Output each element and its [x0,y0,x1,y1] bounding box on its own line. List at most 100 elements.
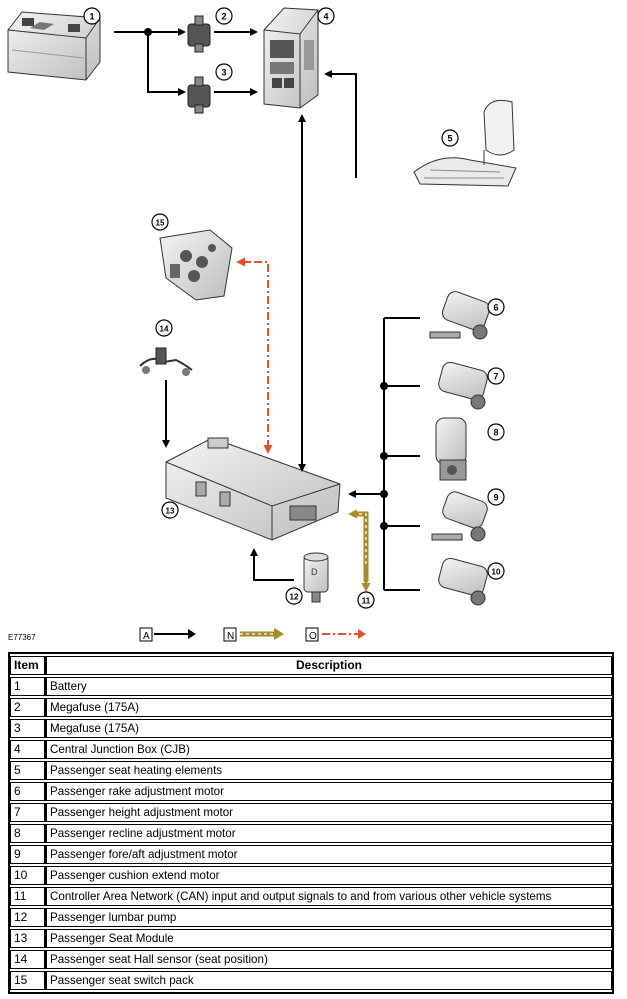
row-item-number: 15 [10,971,46,990]
figure-id: E77367 [8,633,36,642]
junction-dots [144,28,388,530]
lumbar-pump-illustration: D [303,552,329,603]
legend-key-a: A [143,631,150,642]
callout-10: 10 [487,562,505,580]
row-description: Passenger seat Hall sensor (seat positio… [46,950,612,969]
callout-11: 11 [357,591,375,609]
row-description: Passenger height adjustment motor [46,803,612,822]
callout-14: 14 [155,319,173,337]
callout-3: 3 [215,63,233,81]
row-description: Passenger seat heating elements [46,761,612,780]
callout-15: 15 [151,213,169,231]
rake-motor-illustration [429,291,491,340]
row-description: Passenger lumbar pump [46,908,612,927]
legend-key-o: O [309,631,317,642]
row-description: Passenger rake adjustment motor [46,782,612,801]
connection-line-n [348,509,371,592]
callout-label: 11 [362,597,371,606]
switch-pack-illustration [159,229,233,301]
legend: A N O [139,627,366,642]
row-description: Passenger Seat Module [46,929,612,948]
row-item-number: 6 [10,782,46,801]
callout-1: 1 [83,7,101,25]
callout-13: 13 [161,501,179,519]
megafuse-3-illustration [187,76,211,114]
callout-label: 6 [493,303,498,313]
svg-text:D: D [311,567,318,577]
row-description: Battery [46,677,612,696]
row-item-number: 8 [10,824,46,843]
row-description: Passenger cushion extend motor [46,866,612,885]
legend-item-n: N [223,627,284,642]
header-description: Description [46,656,612,675]
row-item-number: 2 [10,698,46,717]
cjb-illustration [263,7,319,109]
seat-heater-illustration [413,99,517,187]
row-description: Passenger seat switch pack [46,971,612,990]
row-description: Central Junction Box (CJB) [46,740,612,759]
callout-label: 8 [493,428,498,438]
row-item-number: 5 [10,761,46,780]
megafuse-2-illustration [187,15,211,53]
height-motor-illustration [438,361,488,410]
callout-label: 5 [447,134,452,144]
callout-label: 4 [323,12,328,22]
callout-12: 12 [285,587,303,605]
cushion-motor-illustration [438,557,488,606]
row-item-number: 14 [10,950,46,969]
callout-label: 9 [493,493,498,503]
row-item-number: 10 [10,866,46,885]
callout-label: 1 [89,12,94,22]
row-description: Megafuse (175A) [46,698,612,717]
callout-4: 4 [317,7,335,25]
legend-item-a: A [139,627,196,642]
callout-6: 6 [487,298,505,316]
callout-2: 2 [215,7,233,25]
row-item-number: 12 [10,908,46,927]
callout-label: 12 [290,593,299,602]
callout-label: 7 [493,372,498,382]
row-description: Megafuse (175A) [46,719,612,738]
recline-motor-illustration [435,417,467,481]
hall-sensor-illustration [139,347,193,376]
row-item-number: 4 [10,740,46,759]
callout-label: 14 [160,325,169,334]
header-item: Item [10,656,46,675]
row-item-number: 7 [10,803,46,822]
battery-illustration [7,11,101,81]
callout-7: 7 [487,367,505,385]
callout-label: 13 [166,507,175,516]
row-description: Controller Area Network (CAN) input and … [46,887,612,906]
callout-label: 10 [492,568,501,577]
row-item-number: 1 [10,677,46,696]
table-header-row: Item Description [10,656,612,675]
seat-module-illustration [165,437,341,541]
row-description: Passenger recline adjustment motor [46,824,612,843]
fore-aft-motor-illustration [431,491,488,542]
connection-line-o [238,261,273,454]
row-item-number: 3 [10,719,46,738]
callout-9: 9 [487,488,505,506]
row-description: Passenger fore/aft adjustment motor [46,845,612,864]
wiring-diagram: D [7,7,517,609]
row-item-number: 13 [10,929,46,948]
row-item-number: 11 [10,887,46,906]
callout-label: 2 [221,12,226,22]
row-item-number: 9 [10,845,46,864]
